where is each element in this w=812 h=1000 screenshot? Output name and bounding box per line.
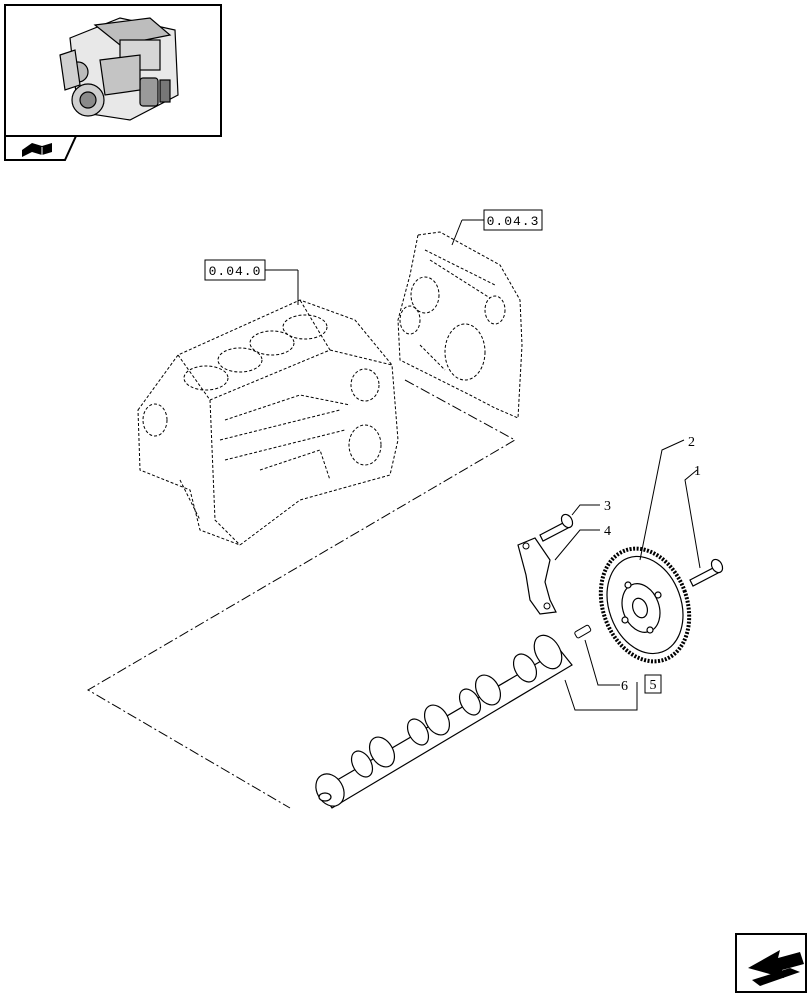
callout-3[interactable]: 3 <box>604 499 611 514</box>
next-page-arrow-icon[interactable] <box>735 933 807 993</box>
screw-3[interactable] <box>539 512 575 542</box>
callout-5: 5 <box>650 678 657 693</box>
camshaft-gear[interactable] <box>586 536 705 674</box>
callout-2[interactable]: 2 <box>688 435 695 450</box>
thrust-plate[interactable] <box>517 537 557 615</box>
callout-1[interactable]: 1 <box>694 464 701 479</box>
timing-cover-phantom <box>397 231 523 419</box>
reference-box-block[interactable]: 0.04.0 <box>204 259 266 281</box>
reference-block-label: 0.04.0 <box>209 264 262 279</box>
callout-4[interactable]: 4 <box>604 524 611 539</box>
callout-5-box[interactable]: 5 <box>644 674 662 694</box>
catalog-book-icon[interactable] <box>4 135 78 161</box>
reference-cover-label: 0.04.3 <box>487 214 540 229</box>
engine-block-phantom <box>137 299 399 546</box>
engine-thumbnail-icon[interactable] <box>4 4 222 137</box>
assembly-lines <box>87 379 517 809</box>
camshaft[interactable] <box>310 630 573 811</box>
callout-6[interactable]: 6 <box>621 679 628 694</box>
reference-box-cover[interactable]: 0.04.3 <box>483 209 543 231</box>
screw-1[interactable] <box>689 557 725 587</box>
callout-leaders <box>554 439 701 711</box>
locating-pin[interactable] <box>574 624 592 639</box>
